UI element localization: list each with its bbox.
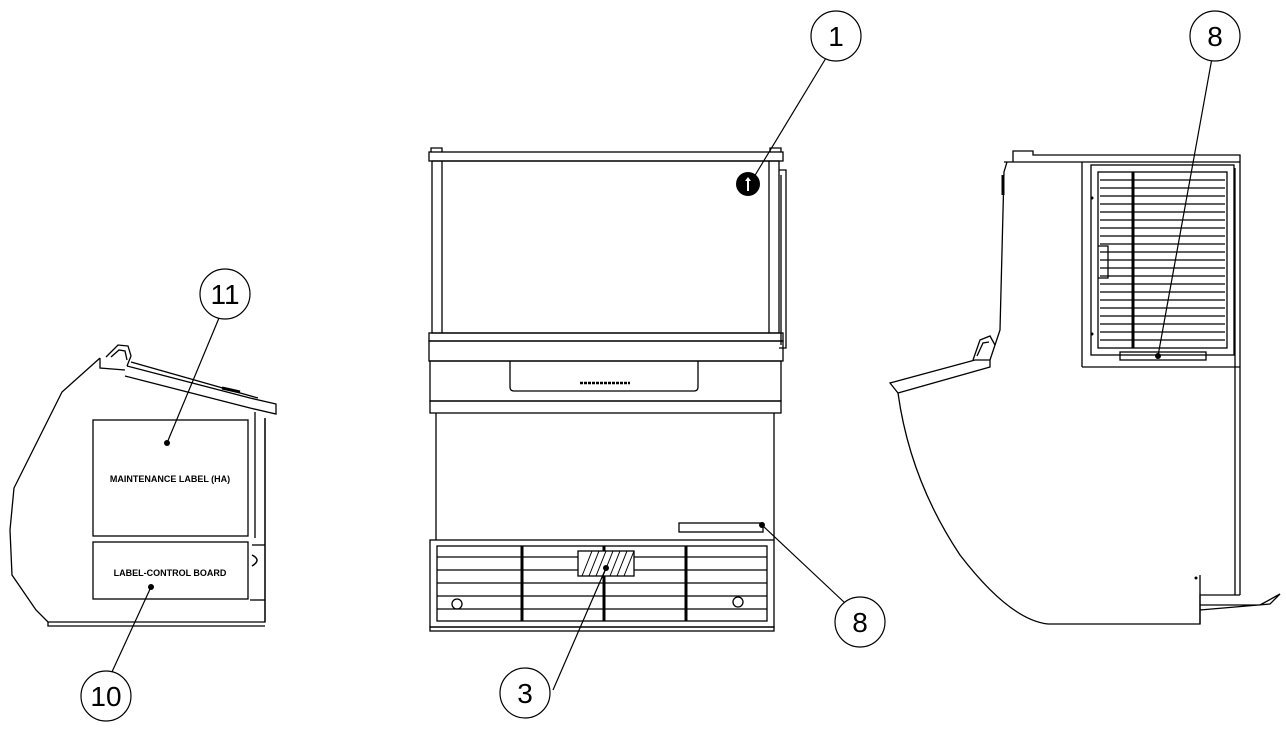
callout-circle-10 <box>80 670 132 722</box>
callout-circle-1 <box>810 10 862 62</box>
callout-number-11: 11 <box>210 279 239 310</box>
label-3-hatch <box>581 550 635 577</box>
right-screw-2 <box>1090 332 1094 336</box>
right-screw-1 <box>1090 196 1094 200</box>
leader-1 <box>753 57 827 178</box>
left-side-view <box>9 344 277 627</box>
callout-number-3: 3 <box>517 678 533 709</box>
callout-circle-3 <box>499 667 551 719</box>
leader-8-front <box>761 524 846 604</box>
leader-10 <box>110 586 152 675</box>
callout-number-8-front: 8 <box>852 607 868 638</box>
leader-3 <box>552 567 607 691</box>
callout-number-10: 10 <box>90 681 121 712</box>
callout-circle-11 <box>199 268 251 320</box>
maintenance-label-box <box>92 419 249 537</box>
maintenance-label-text: MAINTENANCE LABEL (HA) <box>110 474 230 484</box>
right-screw-3 <box>1194 576 1198 580</box>
leader-8-side <box>1157 57 1213 357</box>
right-grille-slats <box>1100 179 1225 341</box>
callout-number-1: 1 <box>828 21 844 52</box>
leader-11 <box>166 317 220 444</box>
front-view <box>428 147 787 632</box>
control-board-label-box <box>92 541 249 600</box>
callout-circle-8-front <box>834 596 886 648</box>
right-side-view <box>888 150 1281 625</box>
label-1-arrow <box>745 177 751 191</box>
callout-circle-8-side <box>1189 10 1241 62</box>
callout-number-8-side: 8 <box>1207 21 1223 52</box>
control-board-label-text: LABEL-CONTROL BOARD <box>114 568 227 578</box>
